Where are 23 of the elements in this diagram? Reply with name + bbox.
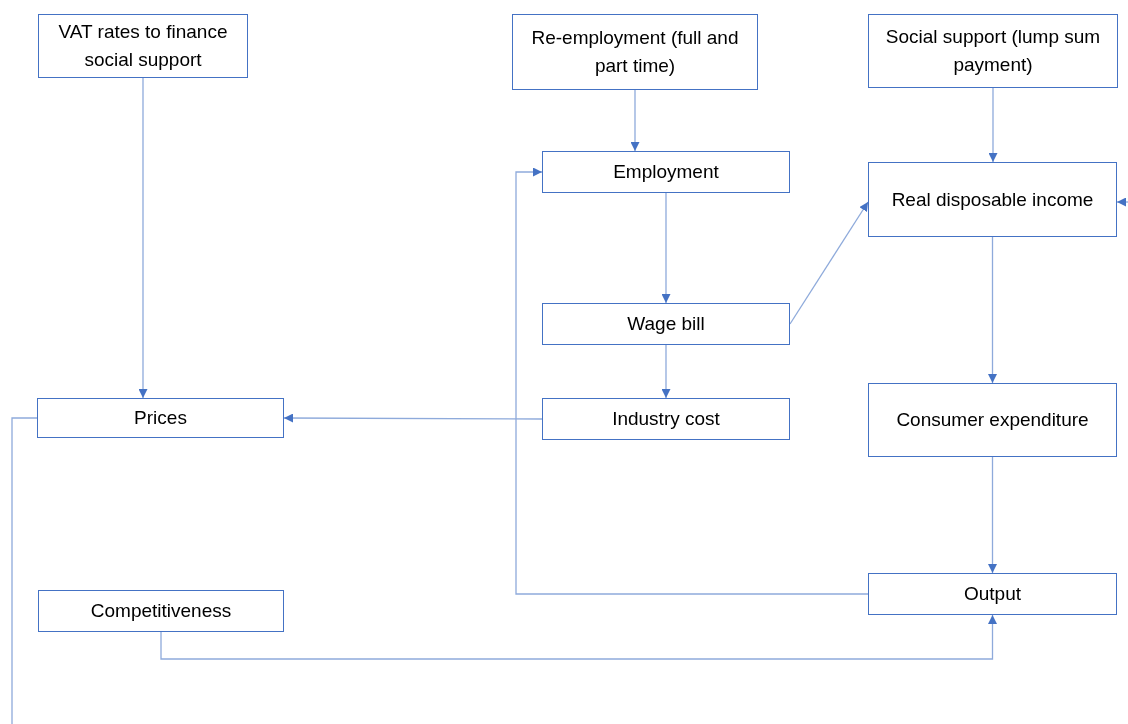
process-box: Competitiveness [38, 590, 284, 632]
arrow [988, 87, 998, 163]
arrow [283, 413, 543, 423]
arrow [1116, 197, 1128, 207]
process-box: Employment [542, 151, 790, 193]
process-box: Prices [37, 398, 284, 438]
arrow [661, 192, 671, 304]
arrow [988, 236, 997, 384]
arrow [138, 77, 148, 399]
arrow [160, 614, 997, 660]
process-box: Re-employment (full and part time) [512, 14, 758, 90]
process-box: VAT rates to finance social support [38, 14, 248, 78]
arrow [630, 89, 640, 152]
arrow [789, 201, 869, 325]
process-box: Real disposable income [868, 162, 1117, 237]
process-box: Consumer expenditure [868, 383, 1117, 457]
arrow [515, 167, 869, 595]
process-box: Industry cost [542, 398, 790, 440]
process-box: Social support (lump sum payment) [868, 14, 1118, 88]
arrow [661, 344, 671, 399]
process-box: Wage bill [542, 303, 790, 345]
process-box: Output [868, 573, 1117, 615]
arrow [988, 456, 997, 574]
